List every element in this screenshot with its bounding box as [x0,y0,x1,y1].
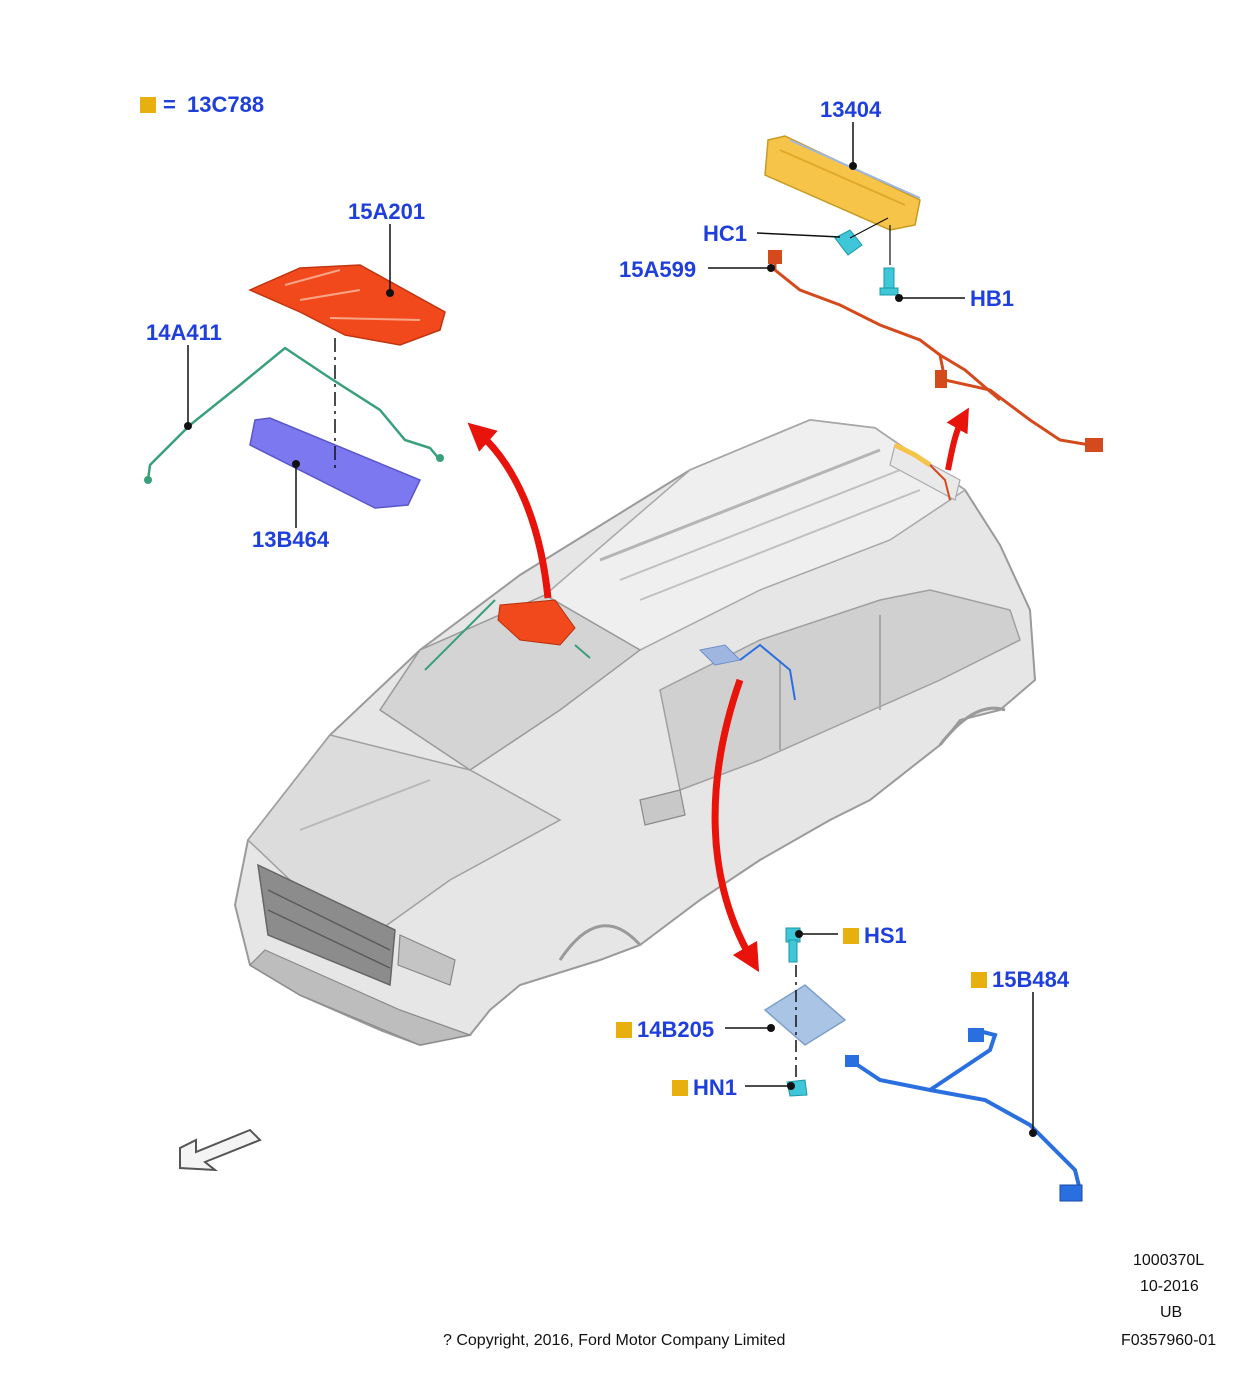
part-14b205-module [763,984,847,1046]
leader-hs1 [795,930,838,938]
part-14a411-wire [144,346,444,484]
callout-arrow-front [467,422,552,599]
marker-15b484-icon [971,972,987,988]
legend-code: 13C788 [187,92,265,117]
marker-hs1-icon [843,928,859,944]
marker-hn1-icon [672,1080,688,1096]
label-15b484: 15B484 [992,967,1070,992]
leader-15a599 [708,264,775,272]
callout-arrow-module [711,678,760,973]
label-hb1: HB1 [970,286,1015,311]
legend-marker-icon [140,97,156,113]
label-13b464: 13B464 [252,527,330,552]
leader-15b484 [1029,992,1037,1137]
part-15a201-bracket [248,264,446,346]
label-14a411: 14A411 [146,320,222,345]
label-14b205: 14B205 [637,1017,715,1042]
copyright-notice: ? Copyright, 2016, Ford Motor Company Li… [443,1332,786,1349]
label-13404: 13404 [820,97,882,122]
leader-hb1 [895,294,965,302]
date-code: 10-2016 [1140,1278,1199,1295]
part-15a599-harness [768,250,1103,452]
region-code: UB [1160,1304,1183,1321]
leader-14a411 [184,345,192,430]
leader-13b464 [292,460,300,528]
label-hn1: HN1 [693,1075,738,1100]
front-direction-arrow-icon [179,1128,262,1172]
leader-hn1 [745,1082,795,1090]
part-13404-lamp [764,135,921,231]
callout-arrow-rear [945,407,969,471]
label-15a599: 15A599 [619,257,697,282]
label-hs1: HS1 [864,923,907,948]
ref-number: 1000370L [1133,1252,1205,1269]
leader-14b205 [725,1024,775,1032]
part-13b464-cover [249,417,422,509]
label-hc1: HC1 [703,221,748,246]
figure-number: F0357960-01 [1121,1332,1217,1349]
leader-13404 [849,122,857,170]
part-15b484-harness [845,1028,1083,1202]
marker-14b205-icon [616,1022,632,1038]
part-hc1-clip [834,229,863,256]
legend-equals: = [163,92,176,117]
part-hb1-bolt [879,267,899,296]
leader-hc1 [756,217,891,265]
label-15a201: 15A201 [348,199,426,224]
vehicle-body [233,418,1037,1047]
leader-15a201 [386,224,394,297]
